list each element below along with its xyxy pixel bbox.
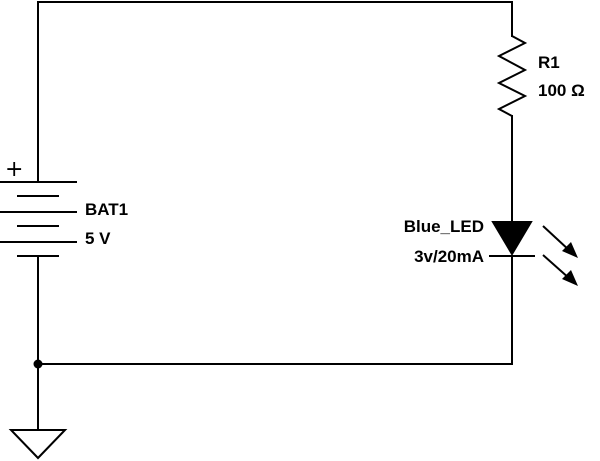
resistor-name-label: R1 [538,53,560,72]
resistor-r1: R1 100 Ω [496,35,585,117]
led-triangle [491,221,533,256]
led-emission-arrow-2-shaft [542,254,571,280]
led-emission-arrow-1-head [562,242,578,258]
resistor-zigzag [496,35,528,117]
wires [37,1,513,431]
led-name-label: Blue_LED [404,217,484,236]
resistor-value-label: 100 Ω [538,81,585,100]
battery-plus-mark: + [5,157,23,182]
battery-value-label: 5 V [85,229,111,248]
battery-name-label: BAT1 [85,200,128,219]
ground-symbol [8,429,68,460]
led-rating-label: 3v/20mA [414,247,484,266]
led-emission-arrow-2-head [562,270,578,286]
battery-bat1: + BAT1 5 V [0,157,128,257]
led-blue: Blue_LED 3v/20mA [404,217,578,286]
led-emission-arrow-1-shaft [542,225,571,252]
junction-dot [33,359,43,369]
